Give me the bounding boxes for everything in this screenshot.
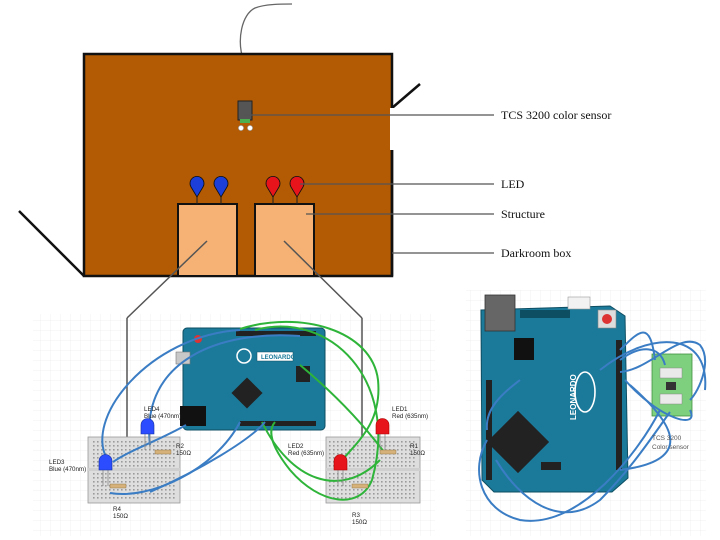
label-led4-spec: Blue (470nm)	[144, 413, 181, 420]
resistor-r2	[154, 449, 172, 455]
label-sensor-desc: Color sensor	[652, 444, 690, 451]
sensor-wires	[478, 331, 707, 522]
label-r2: R2	[176, 443, 184, 450]
led-red-2	[289, 175, 305, 204]
led-red-1	[265, 175, 281, 204]
projection-line	[283, 240, 363, 319]
led-blue-2	[213, 175, 229, 204]
label-r3-val: 150Ω	[352, 519, 367, 526]
callout-structure: Structure	[501, 207, 545, 221]
label-led1-spec: Red (635nm)	[392, 413, 428, 420]
label-led2: LED2	[288, 443, 304, 450]
label-r4: R4	[113, 506, 121, 513]
led4-blue	[140, 418, 155, 450]
label-r4-val: 150Ω	[113, 513, 128, 520]
circuit-wires	[101, 321, 385, 501]
resistor-r4	[109, 483, 127, 489]
arduino-board-name-left: LEONARDO	[261, 355, 296, 361]
callout-sensor: TCS 3200 color sensor	[501, 108, 611, 122]
led3-blue	[98, 454, 113, 486]
label-r1: R1	[410, 443, 418, 450]
sensor-circuit-schematic: LEONARDO TCS 3200 Color sensor	[466, 290, 707, 536]
led-circuit-schematic: LEONARDO	[33, 240, 435, 536]
label-led1: LED1	[392, 406, 408, 413]
callout-led: LED	[501, 177, 525, 191]
projection-line	[126, 240, 208, 319]
label-led3: LED3	[49, 459, 65, 466]
box-flap-right	[391, 83, 421, 109]
arduino-board-name-right: LEONARDO	[569, 374, 578, 420]
arduino-leonardo-left: LEONARDO	[175, 327, 326, 431]
resistor-r1	[379, 449, 397, 455]
label-led4: LED4	[144, 406, 160, 413]
label-led2-spec: Red (635nm)	[288, 450, 324, 457]
label-r1-val: 150Ω	[410, 450, 425, 457]
callout-darkroom: Darkroom box	[501, 246, 571, 260]
structure-left	[177, 203, 238, 277]
led2-red	[333, 454, 348, 486]
arduino-leonardo-right: LEONARDO	[480, 294, 629, 493]
label-r2-val: 150Ω	[176, 450, 191, 457]
tcs3200-sensor-module	[651, 353, 693, 417]
sensor-cable	[239, 3, 293, 63]
label-sensor-name: TCS 3200	[652, 435, 682, 442]
led1-red	[375, 418, 390, 450]
box-flap-left	[18, 210, 85, 277]
label-led3-spec: Blue (470nm)	[49, 466, 86, 473]
structure-right	[254, 203, 315, 277]
label-r3: R3	[352, 512, 360, 519]
box-gap	[390, 108, 396, 150]
led-blue-1	[189, 175, 205, 204]
resistor-r3	[351, 483, 369, 489]
darkroom-box-illustration: TCS 3200 color sensor LED Structure Dark…	[18, 3, 611, 278]
